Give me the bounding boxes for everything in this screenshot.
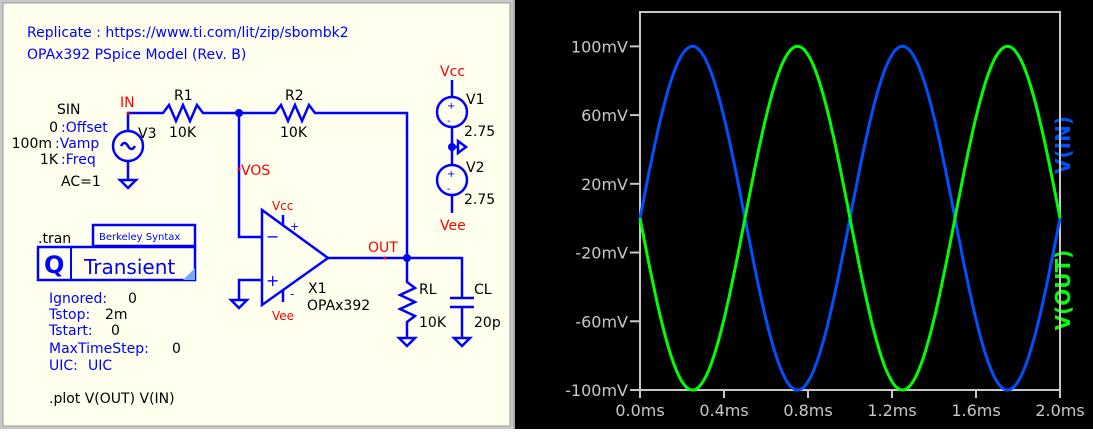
svg-text:Tstart:: Tstart: [48, 323, 93, 339]
x-tick-label: 0.0ms [615, 401, 664, 420]
r1-value: 10K [169, 125, 197, 141]
svg-text:−: − [266, 227, 279, 246]
ac-value: AC=1 [61, 174, 101, 190]
svg-text:UIC:: UIC: [49, 358, 78, 374]
v1-value: 2.75 [464, 124, 495, 140]
svg-text:-: - [447, 184, 451, 195]
svg-text:+: + [447, 101, 455, 112]
schematic-paper [2, 2, 511, 427]
x-tick-label: 1.2ms [867, 401, 916, 420]
waveform-viewer[interactable]: V(IN) V(OUT) 100mV 60mV 20mV -20mV -60mV -100… [513, 0, 1093, 429]
transient-label: Transient [83, 255, 175, 279]
svg-text:-: - [447, 116, 451, 127]
svg-text:Ignored:: Ignored: [49, 291, 107, 307]
svg-text:UIC: UIC [88, 358, 112, 374]
schematic-canvas[interactable]: Replicate : https://www.ti.com/lit/zip/s… [0, 0, 513, 429]
v2-name: V2 [466, 160, 484, 176]
y-tick-label: 20mV [581, 175, 628, 194]
svg-text:0: 0 [172, 341, 181, 357]
opamp-name: X1 [308, 281, 327, 297]
freq-key: :Freq [61, 152, 96, 168]
r2-value: 10K [280, 125, 308, 141]
svg-text:+: + [290, 220, 299, 233]
x-tick-label: 0.4ms [699, 401, 748, 420]
legend-v-in[interactable]: V(IN) [1051, 116, 1075, 174]
net-label-out: OUT [368, 240, 398, 256]
q-logo-icon: Q [44, 251, 64, 279]
plot-frame [639, 11, 1061, 391]
offset-key: :Offset [61, 120, 108, 136]
opamp-vcc-label: Vcc [272, 199, 293, 213]
y-tick-label: -60mV [575, 312, 628, 331]
y-tick-label: 100mV [571, 37, 628, 56]
net-label-vcc: Vcc [440, 64, 465, 80]
cl-name: CL [474, 282, 492, 298]
r2-name: R2 [285, 88, 304, 104]
source-type: SIN [57, 102, 81, 118]
freq-value: 1K [40, 152, 59, 168]
r1-name: R1 [174, 88, 193, 104]
comment-url: Replicate : https://www.ti.com/lit/zip/s… [27, 25, 349, 41]
svg-text:+: + [447, 169, 455, 180]
svg-text:0: 0 [128, 291, 137, 307]
opamp-vee-label: Vee [272, 309, 294, 323]
svg-text:Tstop:: Tstop: [48, 307, 90, 323]
legend-v-out[interactable]: V(OUT) [1051, 250, 1075, 331]
v2-value: 2.75 [464, 192, 495, 208]
v1-name: V1 [466, 92, 484, 108]
y-tick-label: -20mV [575, 244, 628, 263]
svg-text:2m: 2m [105, 307, 128, 323]
y-tick-label: 60mV [581, 106, 628, 125]
rl-value: 10K [419, 315, 447, 331]
net-label-in: IN [120, 95, 135, 111]
waveform-chart[interactable]: V(IN) V(OUT) 100mV 60mV 20mV -20mV -60mV -100… [515, 0, 1093, 429]
rl-name: RL [419, 282, 437, 298]
vamp-value: 100m [12, 136, 52, 152]
comment-model: OPAx392 PSpice Model (Rev. B) [27, 47, 246, 63]
offset-value: 0 [49, 120, 58, 136]
plot-directive[interactable]: .plot V(OUT) V(IN) [49, 391, 175, 407]
transient-directive-box[interactable]: Berkeley Syntax Q Transient [36, 223, 197, 282]
svg-text:MaxTimeStep:: MaxTimeStep: [49, 341, 149, 357]
wires [111, 80, 474, 348]
opamp-model: OPAx392 [307, 298, 370, 314]
v3-name: V3 [138, 126, 156, 142]
net-label-vos: VOS [241, 163, 270, 179]
net-label-vee: Vee [440, 218, 466, 234]
x-tick-label: 0.8ms [783, 401, 832, 420]
x-tick-label: 1.6ms [951, 401, 1000, 420]
x-tick-label: 2.0ms [1035, 401, 1084, 420]
syntax-tab[interactable]: Berkeley Syntax [99, 232, 180, 243]
svg-text:-: - [290, 287, 294, 301]
tran-params: Ignored: Tstop: Tstart: MaxTimeStep: UIC… [48, 291, 181, 374]
y-tick-label: -100mV [565, 381, 628, 400]
svg-text:+: + [266, 271, 279, 290]
cl-value: 20p [474, 315, 501, 331]
svg-text:0: 0 [111, 323, 120, 339]
vamp-key: :Vamp [55, 136, 99, 152]
tran-directive: .tran [38, 231, 71, 247]
schematic-panel[interactable]: Replicate : https://www.ti.com/lit/zip/s… [0, 0, 513, 429]
trace-v-out [638, 44, 1062, 392]
